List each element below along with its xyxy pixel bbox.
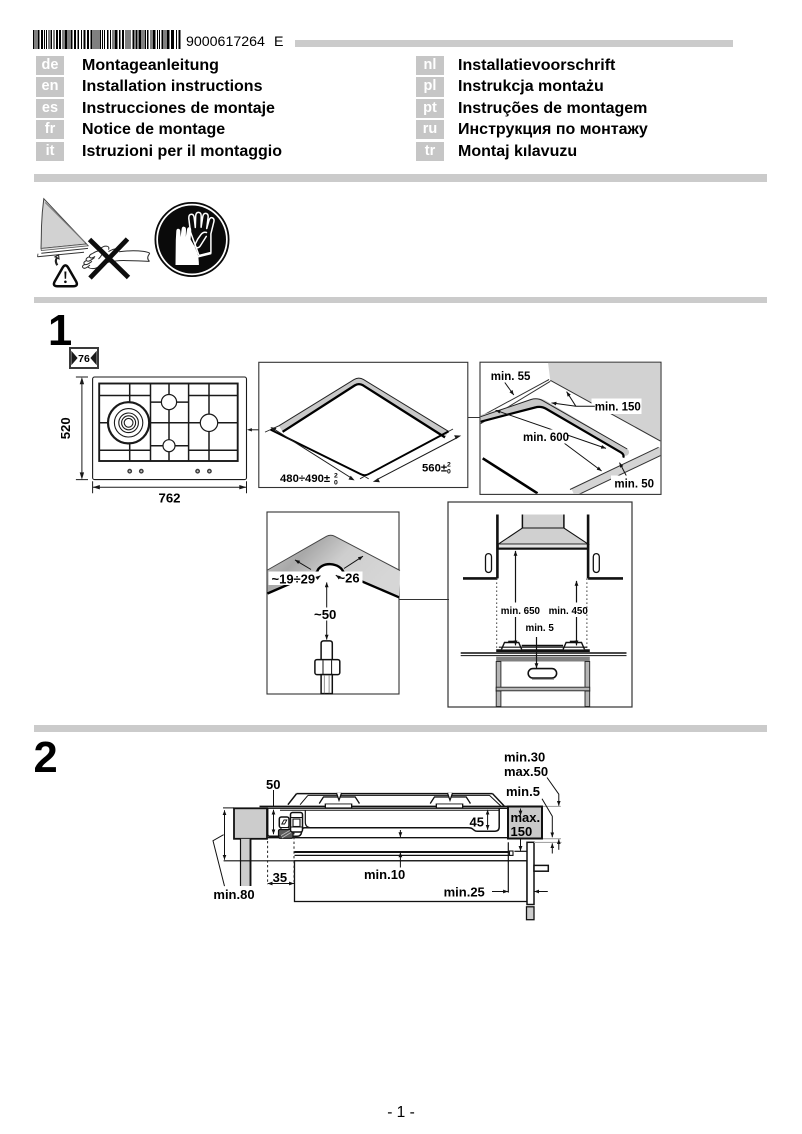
svg-text:min.10: min.10: [364, 867, 405, 882]
svg-text:min.30: min.30: [504, 750, 545, 765]
svg-text:480÷490±: 480÷490±: [280, 473, 330, 485]
svg-text:min. 150: min. 150: [595, 402, 641, 414]
svg-text:150: 150: [511, 824, 533, 839]
svg-text:50: 50: [266, 777, 280, 792]
svg-text:min.5: min.5: [506, 784, 540, 799]
svg-text:0: 0: [334, 480, 338, 487]
svg-text:0: 0: [447, 469, 451, 476]
svg-text:560±: 560±: [422, 463, 447, 475]
svg-text:min. 450: min. 450: [549, 606, 589, 617]
svg-text:min. 5: min. 5: [526, 623, 555, 634]
svg-text:min. 650: min. 650: [501, 606, 541, 617]
svg-text:2: 2: [334, 473, 338, 480]
svg-text:min. 600: min. 600: [523, 432, 569, 444]
svg-text:min.25: min.25: [444, 884, 485, 899]
svg-text:min.80: min.80: [213, 887, 254, 902]
svg-text:520: 520: [58, 417, 73, 439]
svg-text:76: 76: [78, 353, 90, 365]
svg-text:min. 55: min. 55: [491, 371, 531, 383]
svg-text:max.50: max.50: [504, 764, 548, 779]
svg-text:35: 35: [273, 870, 287, 885]
svg-text:max.: max.: [511, 810, 541, 825]
svg-text:45: 45: [470, 815, 484, 830]
svg-text:~26: ~26: [338, 571, 360, 586]
svg-text:min. 50: min. 50: [614, 479, 654, 491]
svg-text:~19÷29: ~19÷29: [272, 571, 316, 586]
svg-text:2: 2: [447, 462, 451, 469]
svg-text:762: 762: [158, 491, 180, 506]
svg-text:~50: ~50: [314, 607, 336, 622]
